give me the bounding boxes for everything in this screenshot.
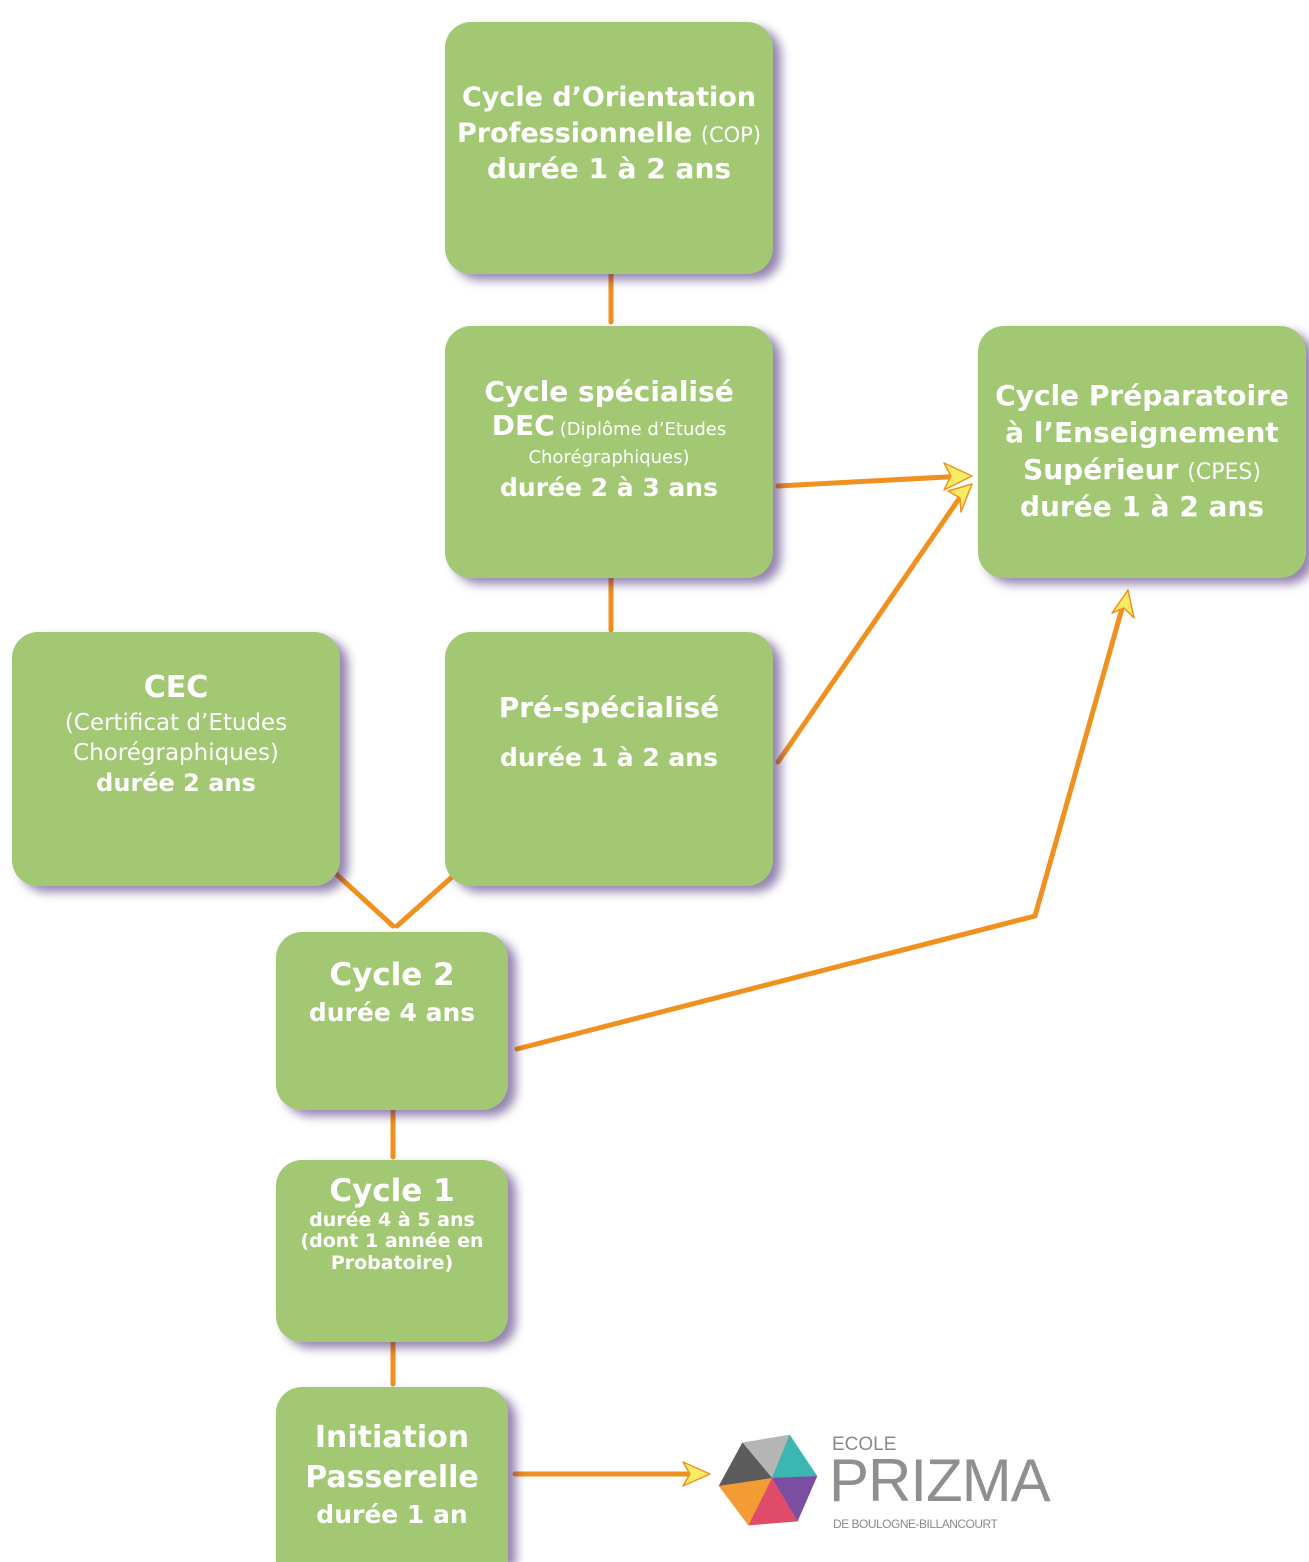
cec-title: CEC <box>143 670 209 705</box>
prizma-logo: ECOLE PRIZMA DE BOULOGNE-BILLANCOURT <box>712 1426 1072 1536</box>
initiation-duration: durée 1 an <box>316 1499 468 1529</box>
dec-full-name-line1: (Diplôme d’Etudes <box>559 418 727 440</box>
initiation-title-line2: Passerelle <box>305 1460 479 1495</box>
cpes-title-line3-row: Supérieur (CPES) <box>1023 452 1261 489</box>
prizma-crystal-icon <box>717 1433 819 1527</box>
logo-subtitle: DE BOULOGNE-BILLANCOURT <box>833 1517 998 1531</box>
initiation-box: Initiation Passerelle durée 1 an <box>276 1387 508 1562</box>
arrow-cycle2-to-cpes <box>514 595 1128 1052</box>
cycle2-title: Cycle 2 <box>329 957 455 994</box>
cpes-title-line1: Cycle Préparatoire <box>995 379 1289 413</box>
cec-full-name-line1: (Certificat d’Etudes <box>64 709 288 736</box>
prespe-title: Pré-spécialisé <box>498 691 720 725</box>
cycle1-line1: durée 4 à 5 ans <box>309 1208 475 1231</box>
initiation-title-line1: Initiation <box>314 1420 470 1456</box>
logo-name: PRIZMA <box>829 1447 1051 1514</box>
dec-box: Cycle spécialisé DEC (Diplôme d’Etudes C… <box>445 326 773 578</box>
cec-full-name-line2: Chorégraphiques) <box>73 739 279 766</box>
logo-top: ECOLE <box>832 1434 897 1455</box>
cop-abbr: (COP) <box>700 122 762 147</box>
cycle1-title: Cycle 1 <box>329 1173 455 1209</box>
arrow-dec-to-cpes <box>775 473 968 489</box>
dec-full-name-line2: Chorégraphiques) <box>528 446 690 468</box>
arrowhead-cpes-bottom <box>1111 589 1135 619</box>
arrowhead-cpes-mid <box>947 483 973 513</box>
cycle1-line2: (dont 1 année en <box>300 1230 484 1253</box>
cpes-box: Cycle Préparatoire à l’Enseignement Supé… <box>978 326 1306 578</box>
dec-duration: durée 2 à 3 ans <box>500 473 718 503</box>
arrow-prespe-to-cpes <box>775 487 968 765</box>
cop-duration: durée 1 à 2 ans <box>486 152 732 186</box>
cpes-title-line3: Supérieur <box>1023 453 1179 486</box>
cop-box: Cycle d’Orientation Professionnelle (COP… <box>445 22 773 274</box>
dec-abbr: DEC <box>491 408 555 442</box>
cop-title-line2-row: Professionnelle (COP) <box>457 116 761 152</box>
cpes-title-line2: à l’Enseignement <box>1005 416 1279 450</box>
arrowhead-cpes-top <box>943 462 973 491</box>
cpes-abbr: (CPES) <box>1187 460 1261 485</box>
dec-abbr-row: DEC (Diplôme d’Etudes <box>491 408 727 442</box>
cec-box: CEC (Certificat d’Etudes Chorégraphiques… <box>12 632 340 886</box>
cycle2-duration: durée 4 ans <box>308 997 476 1027</box>
prespe-duration: durée 1 à 2 ans <box>500 742 718 772</box>
cec-duration: durée 2 ans <box>96 769 256 798</box>
cop-title-line2: Professionnelle <box>456 117 693 149</box>
cycle1-box: Cycle 1 durée 4 à 5 ans (dont 1 année en… <box>276 1160 508 1342</box>
prespe-box: Pré-spécialisé durée 1 à 2 ans <box>445 632 773 886</box>
cpes-duration: durée 1 à 2 ans <box>1019 489 1265 523</box>
cop-title-line1: Cycle d’Orientation <box>461 81 757 113</box>
dec-title: Cycle spécialisé <box>484 374 734 408</box>
cycle2-box: Cycle 2 durée 4 ans <box>276 932 508 1110</box>
cycle1-line3: Probatoire) <box>330 1252 454 1275</box>
arrowhead-logo <box>682 1461 711 1487</box>
